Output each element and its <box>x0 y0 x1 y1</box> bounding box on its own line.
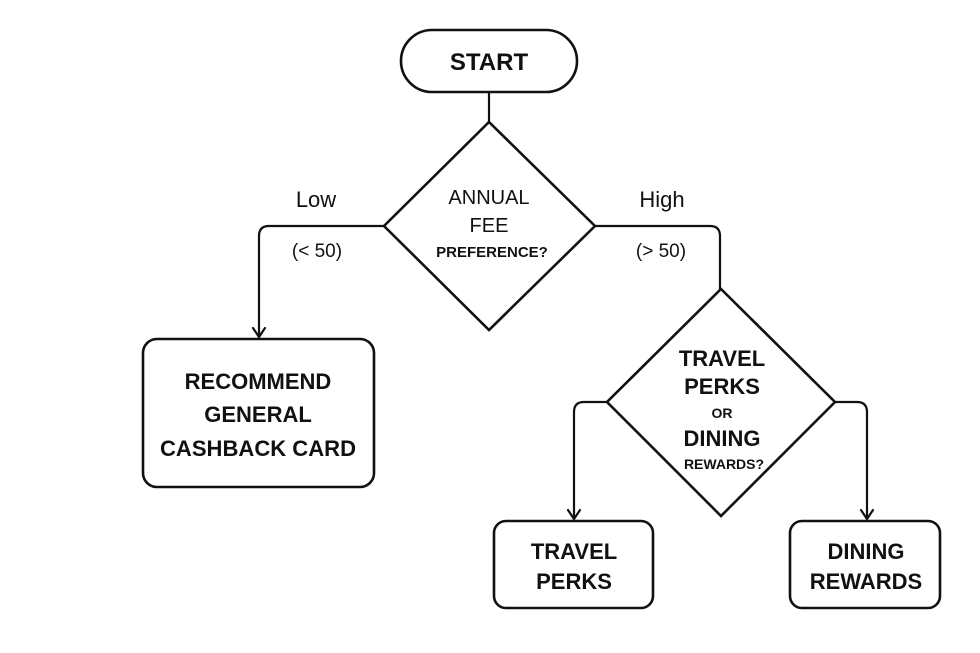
fee-decision-line-2: FEE <box>470 215 509 237</box>
perks-decision-line-4: DINING <box>684 426 761 451</box>
perks-decision-line-5: REWARDS? <box>684 456 764 472</box>
perks-decision-line-2: PERKS <box>684 374 760 399</box>
connector-low-branch <box>257 224 384 336</box>
dining-rewards-line-2: REWARDS <box>810 569 922 594</box>
perks-decision-line-1: TRAVEL <box>679 346 765 371</box>
annual-fee-decision: ANNUAL FEE PREFERENCE? <box>382 120 597 332</box>
connector-to-travel-perks <box>572 400 607 518</box>
start-node: START <box>399 28 579 94</box>
low-branch-label: Low <box>296 187 336 212</box>
arrow-head-low <box>251 326 267 339</box>
fee-decision-line-1: ANNUAL <box>448 187 529 209</box>
fee-decision-line-3: PREFERENCE? <box>436 244 548 261</box>
arrow-head-travel <box>566 508 582 521</box>
travel-perks-node: TRAVEL PERKS <box>492 519 655 610</box>
start-label: START <box>450 49 529 76</box>
connector-high-branch <box>595 224 722 290</box>
high-branch-label: High <box>639 187 684 212</box>
travel-perks-line-2: PERKS <box>536 569 612 594</box>
perks-decision-line-3: OR <box>712 405 733 421</box>
high-branch-condition: (> 50) <box>636 241 686 262</box>
cashback-card-node: RECOMMEND GENERAL CASHBACK CARD <box>141 337 376 489</box>
cashback-line-1: RECOMMEND <box>185 369 332 394</box>
perks-decision: TRAVEL PERKS OR DINING REWARDS? <box>605 287 837 518</box>
low-branch-condition: (< 50) <box>292 241 342 262</box>
dining-rewards-line-1: DINING <box>828 539 905 564</box>
cashback-line-2: GENERAL <box>204 402 312 427</box>
cashback-line-3: CASHBACK CARD <box>160 436 356 461</box>
connector-to-dining-rewards <box>835 400 869 518</box>
dining-rewards-node: DINING REWARDS <box>788 519 942 610</box>
arrow-head-dining <box>859 508 875 521</box>
travel-perks-line-1: TRAVEL <box>531 539 617 564</box>
